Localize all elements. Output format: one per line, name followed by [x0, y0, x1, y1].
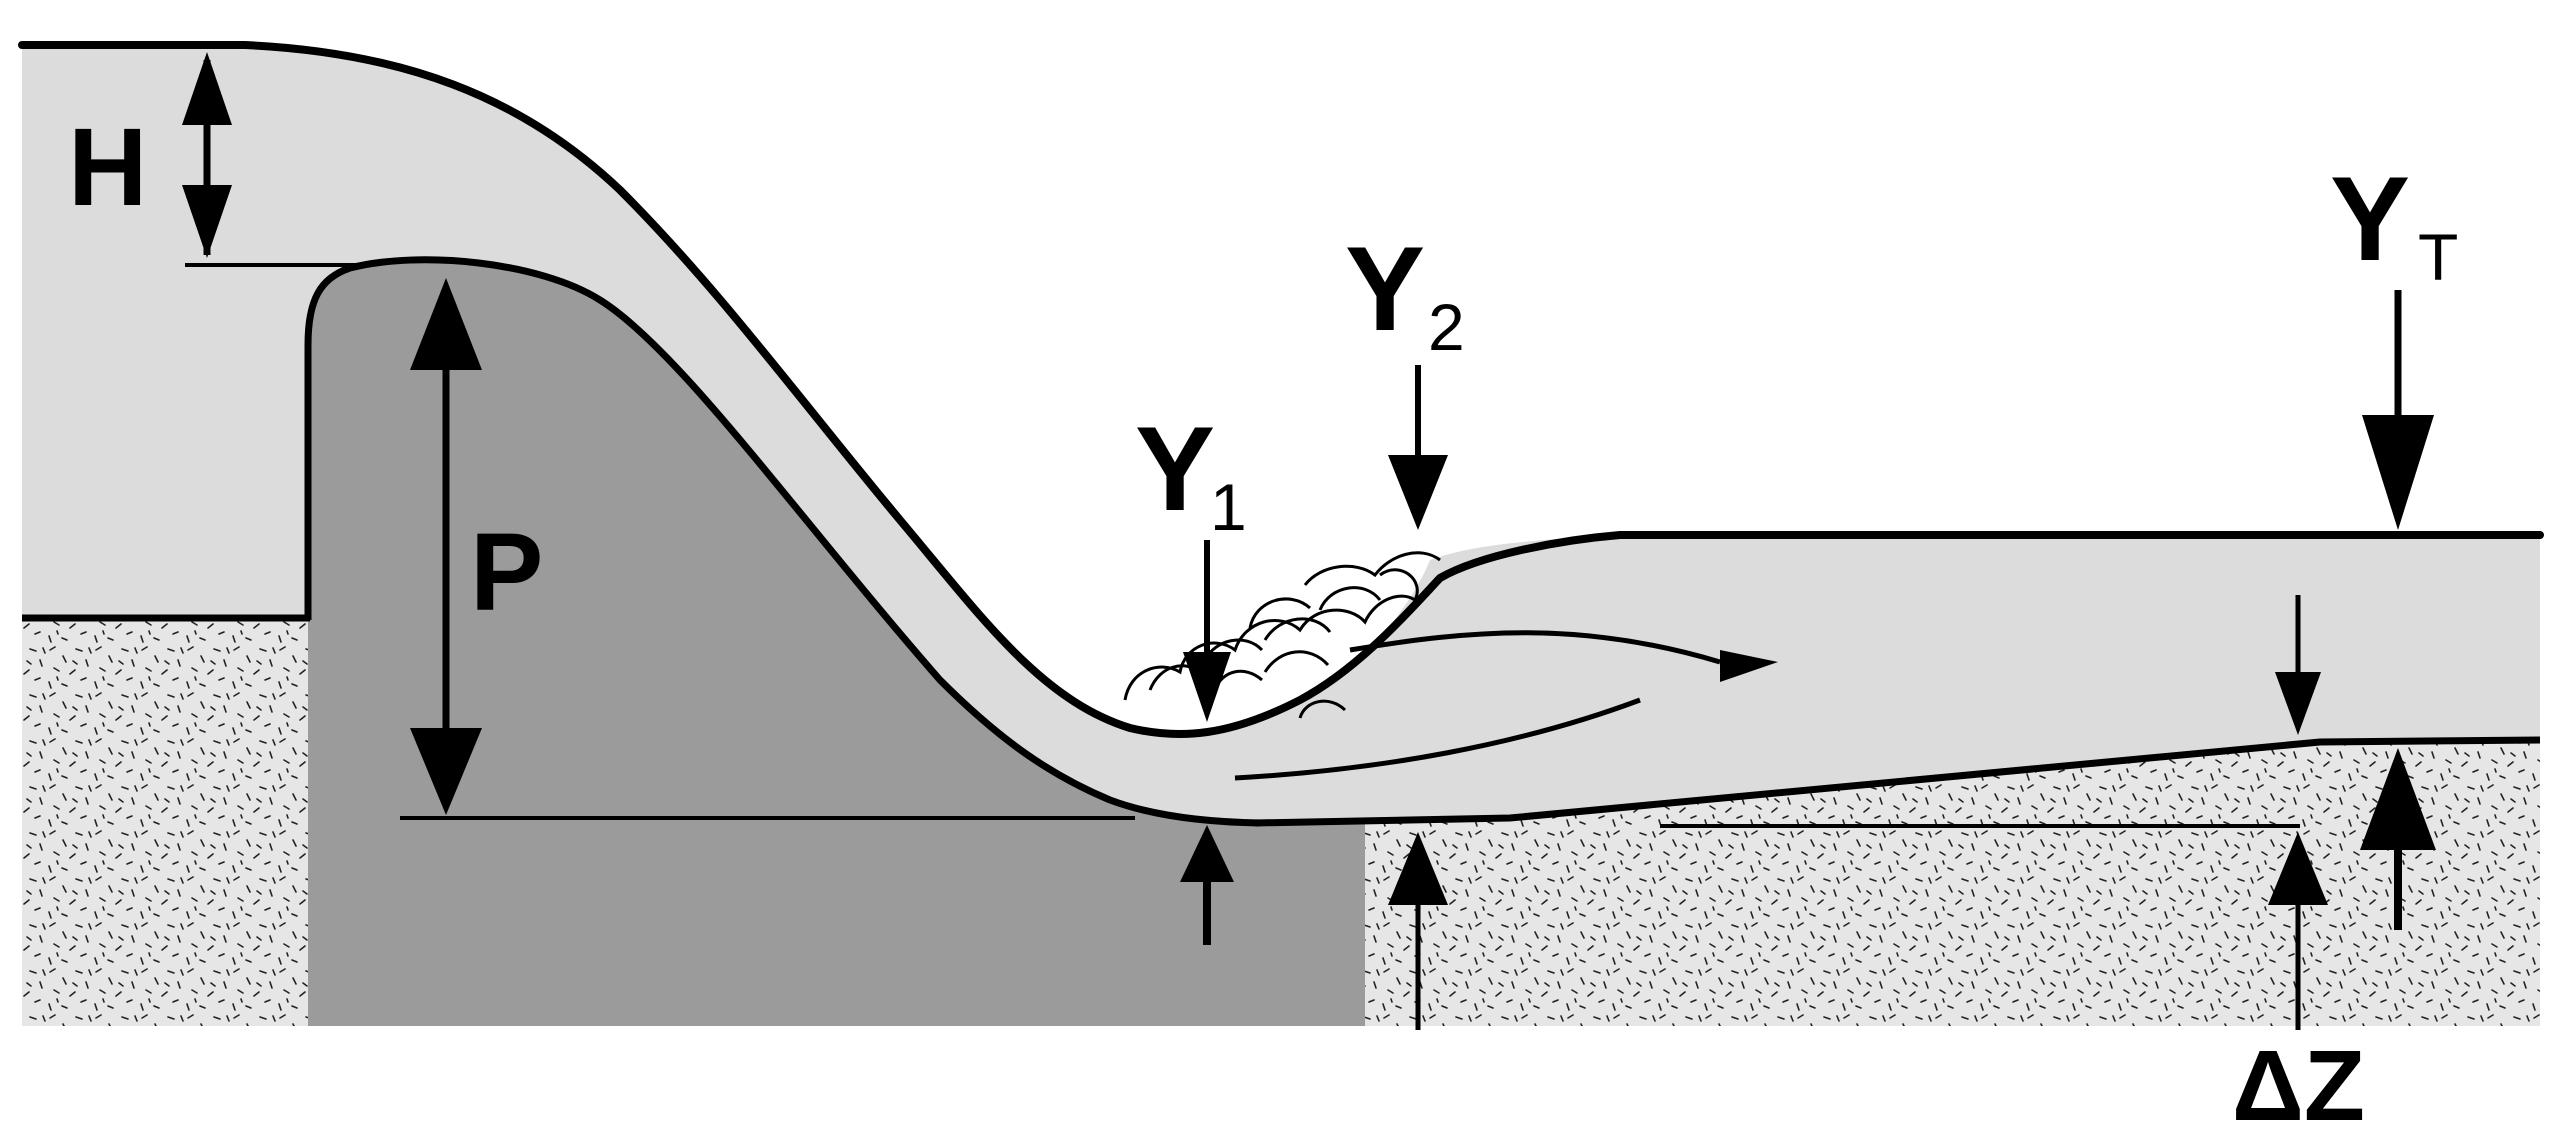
label-h: H [68, 106, 147, 229]
label-y1: Y [1135, 402, 1215, 536]
y1-arrow-down-head [1183, 652, 1231, 722]
tail-bottom-arrow-down-head [2275, 672, 2321, 735]
flow-arrow-upper-head [1720, 650, 1778, 682]
label-y2-subscript: 2 [1428, 290, 1465, 364]
nappe-water [22, 45, 2540, 823]
flow-arrow-upper [1349, 630, 1721, 665]
dz-right-arrow-head [2268, 832, 2328, 905]
label-delta-z: ΔZ [2232, 1030, 2365, 1136]
weir-structure [308, 259, 1365, 1026]
yt-arrow-head [2362, 415, 2434, 530]
upstream-soil [22, 618, 312, 1026]
flow-arrow-lower [1234, 697, 1641, 781]
label-y2: Y [1345, 222, 1425, 356]
y1-arrow-up-head [1180, 825, 1234, 882]
label-p: P [470, 511, 543, 634]
downstream-soil [1365, 740, 2540, 1026]
h-arrow-down [182, 185, 232, 258]
water-surface-line [18, 41, 2544, 739]
p-arrow-down [410, 728, 482, 815]
dz-left-arrow-head [1388, 832, 1448, 905]
h-arrow-up [182, 52, 232, 125]
label-yt: Y [2330, 152, 2410, 286]
p-arrow-up [410, 278, 482, 370]
y2-arrow-head [1388, 455, 1448, 530]
tail-bottom-arrow-up-head [2360, 748, 2436, 850]
label-yt-subscript: T [2418, 220, 2458, 294]
label-y1-subscript: 1 [1210, 470, 1247, 544]
downstream-bed-line [1254, 736, 2541, 827]
spillway-face-line [304, 256, 1261, 827]
